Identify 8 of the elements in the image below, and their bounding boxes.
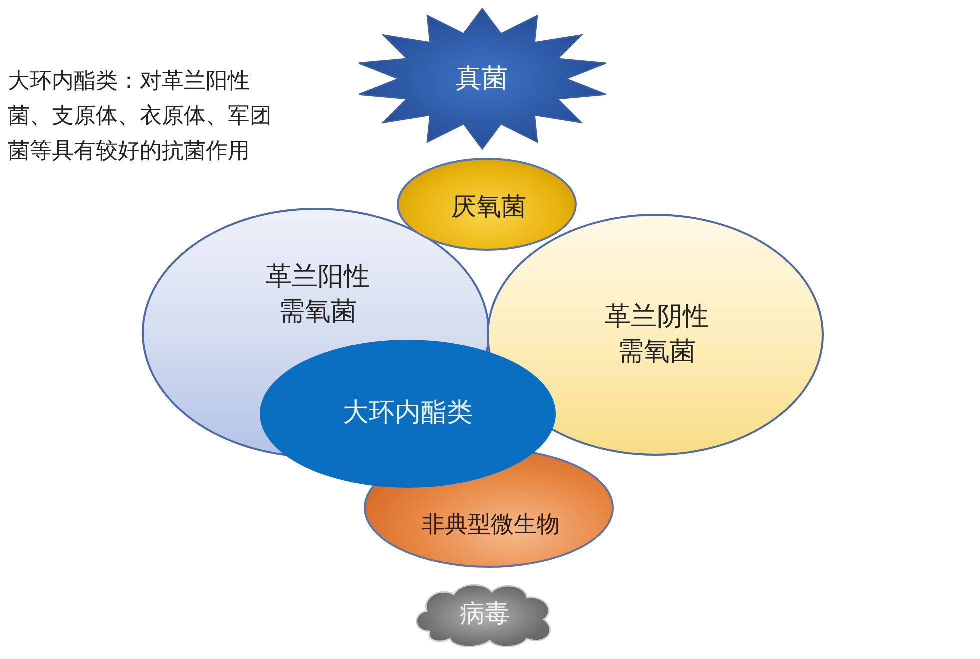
category-label: 革兰阴性需氧菌 <box>604 301 710 370</box>
category-label: 革兰阳性需氧菌 <box>265 261 371 330</box>
category-label: 病毒 <box>459 598 511 630</box>
category-label: 真菌 <box>455 63 509 96</box>
category-label: 厌氧菌 <box>450 191 528 223</box>
category-label: 非典型微生物 <box>421 511 561 540</box>
category-label: 大环内酯类 <box>342 397 474 430</box>
note-text: 大环内酯类：对革兰阳性菌、支原体、衣原体、军团菌等具有较好的抗菌作用 <box>8 68 273 166</box>
